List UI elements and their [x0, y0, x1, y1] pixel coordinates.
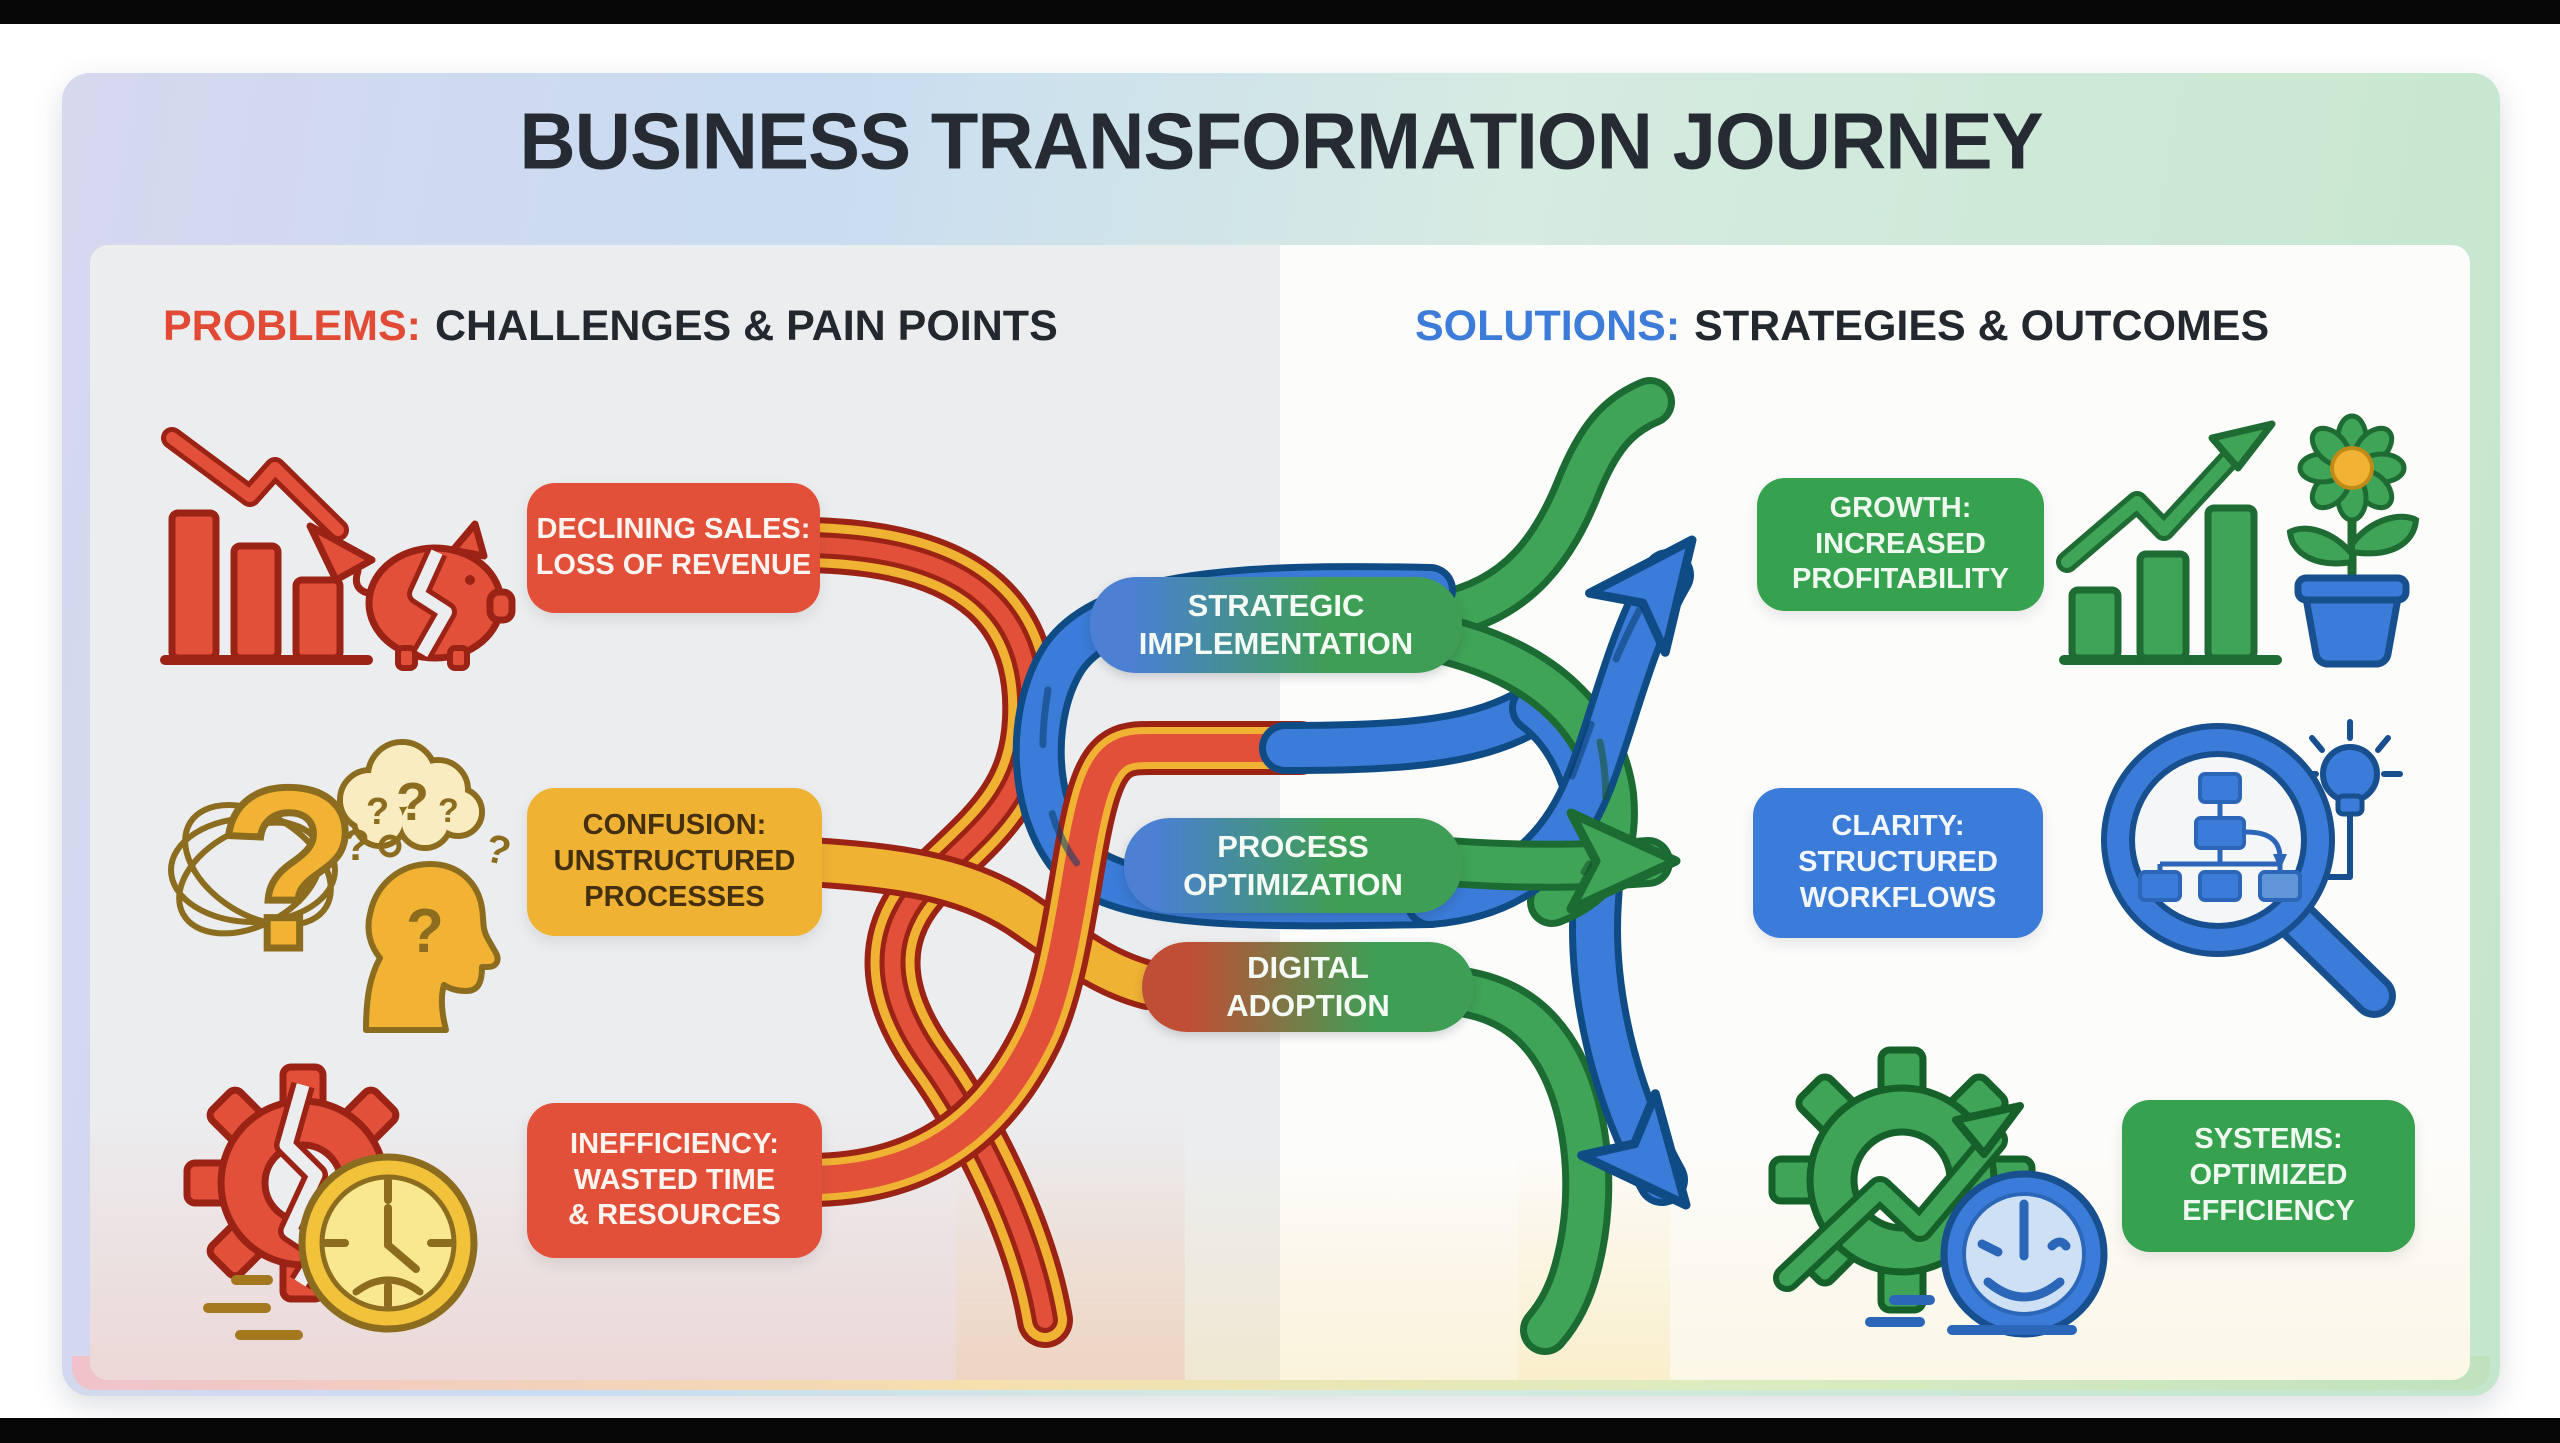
problem-box-confusion: CONFUSION: UNSTRUCTURED PROCESSES: [527, 788, 822, 936]
problem-box-declining-sales: DECLINING SALES: LOSS OF REVENUE: [527, 483, 820, 613]
flower-pot-icon: [2286, 413, 2420, 668]
svg-text:?: ?: [438, 792, 459, 830]
blue-ribbon-horizontal: [1259, 682, 1561, 774]
thought-cloud-icon: ? ? ?: [337, 739, 485, 851]
smiley-clock-icon: [1940, 1170, 2108, 1338]
problem-ribbon-inefficiency: [781, 720, 1327, 1207]
problems-heading: PROBLEMS: CHALLENGES & PAIN POINTS: [163, 302, 1058, 351]
solutions-heading-text: STRATEGIES & OUTCOMES: [1694, 302, 2270, 350]
clock-icon: [298, 1153, 478, 1333]
solution-box-growth: GROWTH: INCREASED PROFITABILITY: [1757, 478, 2044, 611]
broken-piggy-bank-icon: [352, 520, 516, 671]
problems-heading-label: PROBLEMS:: [163, 302, 421, 350]
solutions-heading: SOLUTIONS: STRATEGIES & OUTCOMES: [1415, 302, 2269, 351]
bottom-letterbox-bar: [0, 1418, 2560, 1443]
page-title: BUSINESS TRANSFORMATION JOURNEY: [519, 96, 2043, 186]
confusion-icon: ? ? ? ? ? ? ?: [138, 700, 523, 1035]
problems-heading-text: CHALLENGES & PAIN POINTS: [435, 302, 1058, 350]
svg-text:?: ?: [218, 740, 359, 997]
growth-icon: [2052, 402, 2427, 682]
clarity-magnifier-icon: [2088, 712, 2428, 1022]
top-letterbox-bar: [0, 0, 2560, 24]
svg-text:?: ?: [366, 791, 389, 833]
solution-box-clarity: CLARITY: STRUCTURED WORKFLOWS: [1753, 788, 2043, 938]
solutions-heading-label: SOLUTIONS:: [1415, 302, 1681, 350]
svg-text:?: ?: [396, 772, 429, 832]
problem-ribbon-confusion: [783, 837, 1173, 1010]
confused-head-icon: ?: [363, 861, 501, 1033]
systems-gear-icon: [1752, 1028, 2117, 1338]
flow-band-digital-adoption: DIGITAL ADOPTION: [1142, 942, 1474, 1032]
inefficiency-icon: [148, 1048, 503, 1353]
problem-box-inefficiency: INEFFICIENCY: WASTED TIME & RESOURCES: [527, 1103, 822, 1258]
green-ribbon-down: [1375, 964, 1613, 1355]
svg-text:?: ?: [481, 826, 515, 875]
svg-text:?: ?: [343, 821, 370, 870]
flow-band-process-optimization: PROCESS OPTIMIZATION: [1124, 818, 1462, 913]
declining-sales-icon: [150, 408, 520, 678]
solution-box-systems: SYSTEMS: OPTIMIZED EFFICIENCY: [2122, 1100, 2415, 1252]
flow-band-strategic-implementation: STRATEGIC IMPLEMENTATION: [1090, 577, 1462, 673]
svg-text:?: ?: [406, 897, 444, 966]
green-arrow-middle: [1423, 808, 1681, 914]
org-chart-icon: [2138, 772, 2302, 902]
green-ribbon-up: [1415, 377, 1675, 640]
